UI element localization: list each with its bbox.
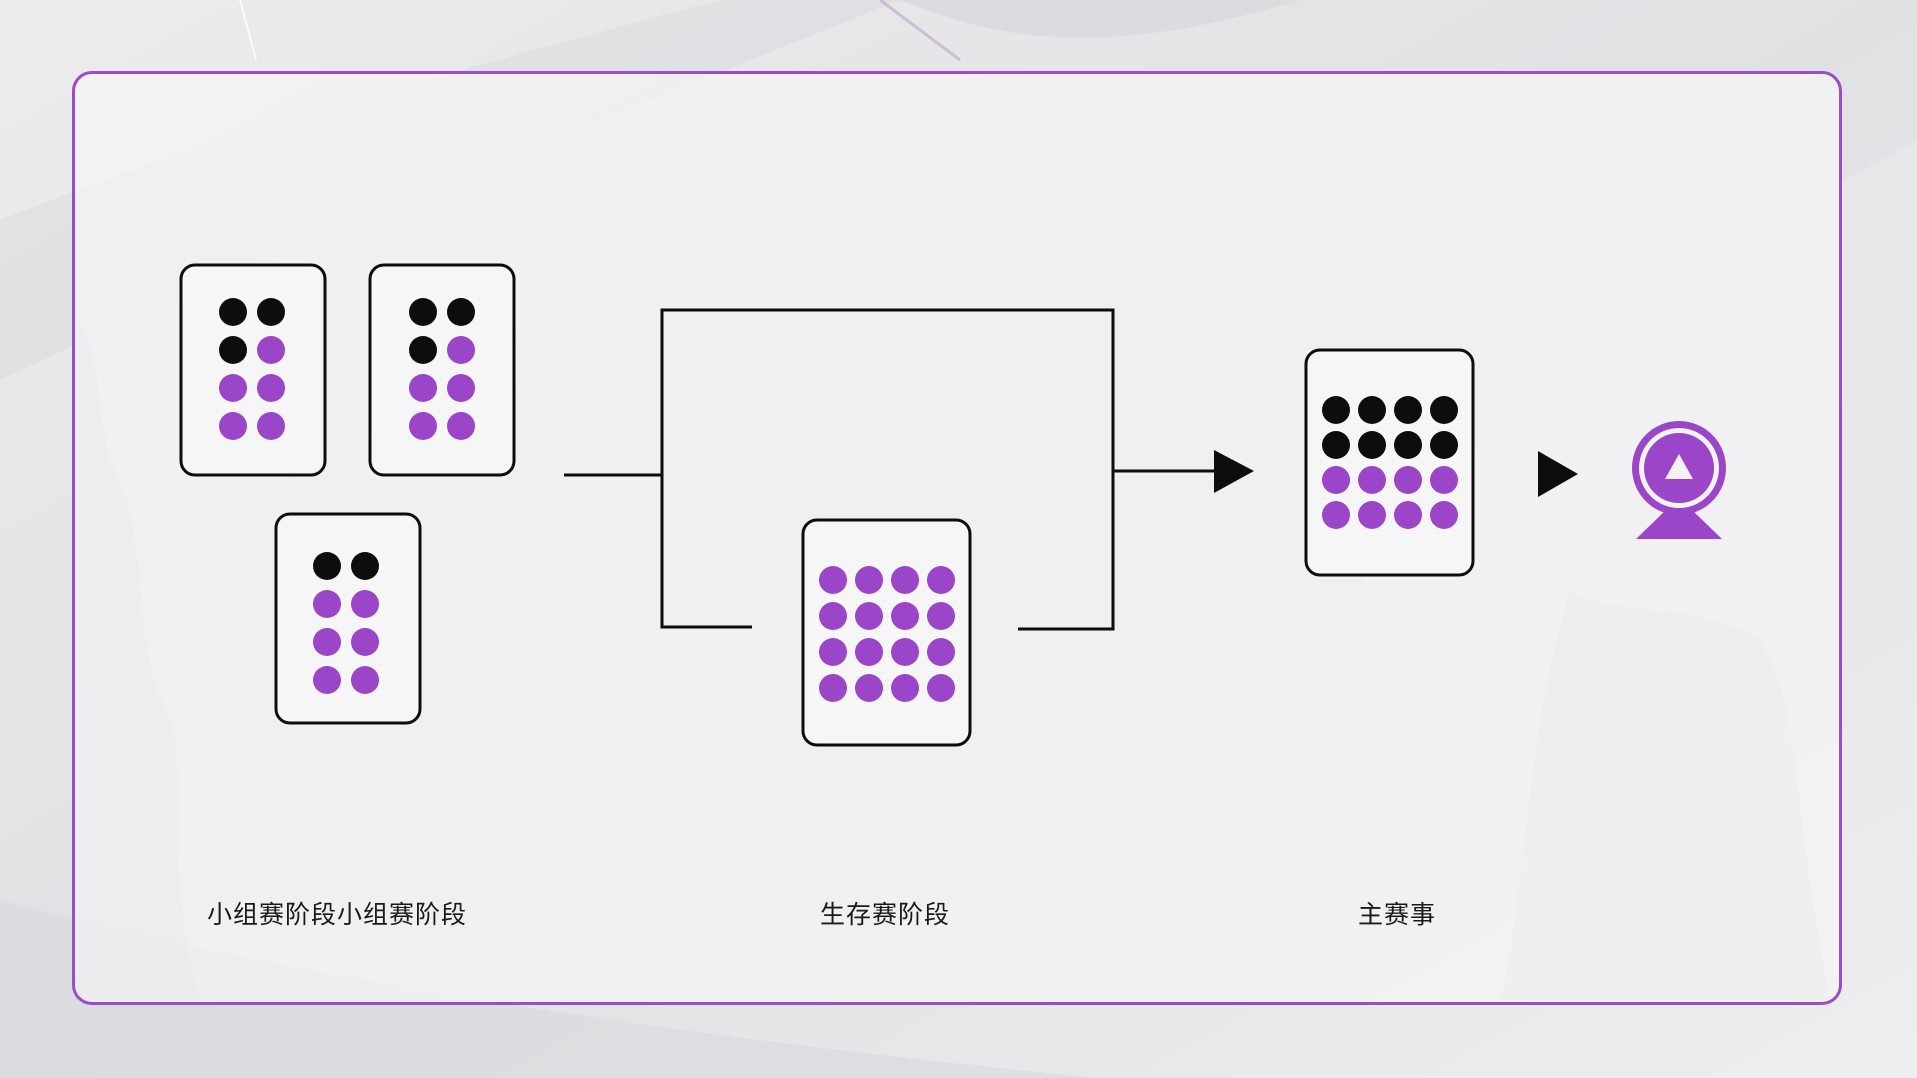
team-dot [819,638,847,666]
team-dot [819,674,847,702]
team-dot [891,674,919,702]
team-dot-advanced [219,336,247,364]
team-dot [855,602,883,630]
team-dot-advanced [351,552,379,580]
team-dot [313,590,341,618]
team-dot-advanced [1394,431,1422,459]
team-dot [409,412,437,440]
team-dot-advanced [257,298,285,326]
team-dot-advanced [313,552,341,580]
group-card-b [368,263,516,477]
team-dot [351,666,379,694]
team-dot [927,674,955,702]
team-dot [1322,501,1350,529]
team-dot [409,374,437,402]
team-dot-advanced [1430,431,1458,459]
team-dot [927,566,955,594]
team-dot-advanced [1358,396,1386,424]
team-dot [351,628,379,656]
team-dot [819,602,847,630]
team-dot [257,374,285,402]
team-dot [855,638,883,666]
team-dot [819,566,847,594]
group-stage-label: 小组赛阶段小组赛阶段 [207,900,468,929]
team-dot-advanced [1394,396,1422,424]
team-dot [447,374,475,402]
survival-card [801,518,972,747]
flow-connectors [564,308,1216,631]
team-dot [1394,466,1422,494]
team-dot [927,602,955,630]
team-dot [351,590,379,618]
team-dot [219,374,247,402]
team-dot [1322,466,1350,494]
team-dot [891,602,919,630]
group-card-c [274,512,422,725]
team-dot [1430,466,1458,494]
survival-stage-label: 生存赛阶段 [820,900,951,929]
team-dot [1394,501,1422,529]
team-dot-advanced [1322,396,1350,424]
team-dot-advanced [219,298,247,326]
team-dot-advanced [409,298,437,326]
team-dot [219,412,247,440]
team-dot-advanced [1322,431,1350,459]
team-dot [927,638,955,666]
team-dot [855,674,883,702]
trophy-icon [1632,421,1726,539]
team-dot [447,336,475,364]
team-dot [313,666,341,694]
team-dot-advanced [1430,396,1458,424]
team-dot-advanced [409,336,437,364]
team-dot [257,412,285,440]
team-dot [1358,501,1386,529]
play-arrow-icon [1214,450,1254,493]
group-card-a [179,263,327,477]
main-event-card [1304,348,1475,577]
team-dot-advanced [447,298,475,326]
team-dot [891,566,919,594]
team-dot [1358,466,1386,494]
team-dot [447,412,475,440]
team-dot [1430,501,1458,529]
team-dot-advanced [1358,431,1386,459]
team-dot [257,336,285,364]
play-arrow-icon [1538,451,1578,497]
team-dot [855,566,883,594]
team-dot [313,628,341,656]
team-dot [891,638,919,666]
main-event-label: 主赛事 [1358,900,1437,929]
